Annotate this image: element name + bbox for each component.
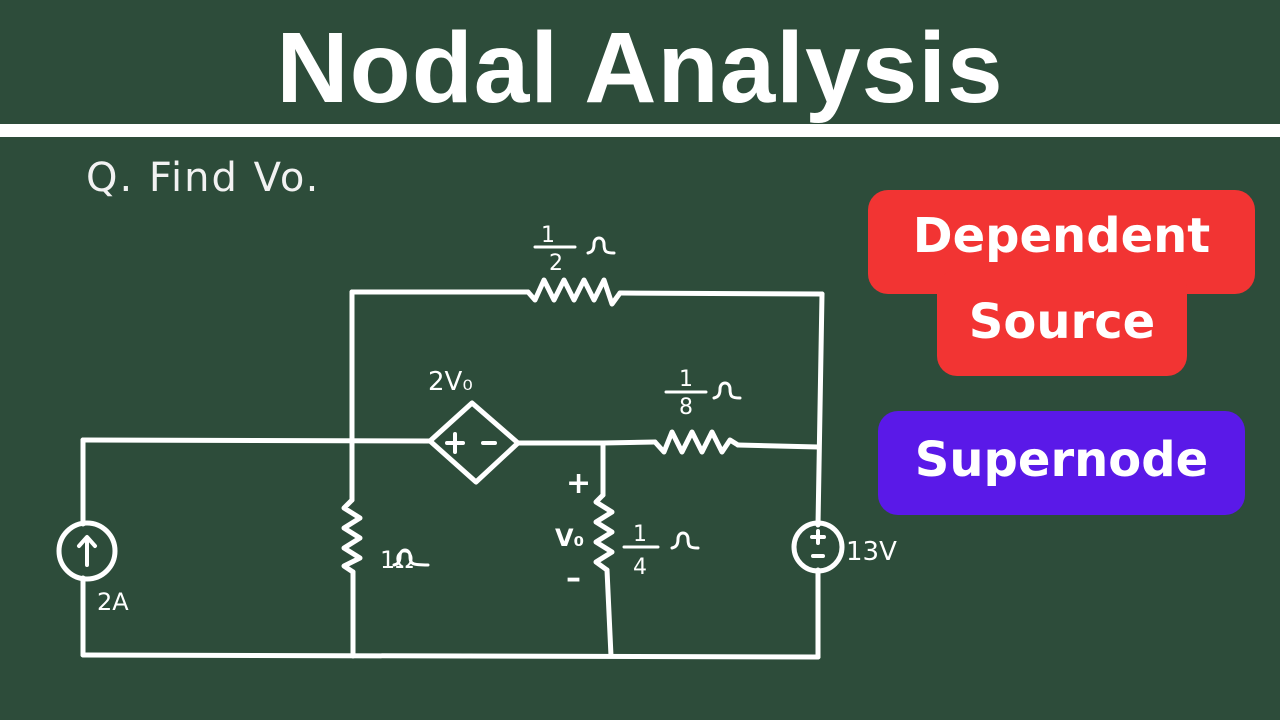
dependent-voltage-source-diamond — [427, 400, 521, 485]
current-source-label: 2A — [97, 588, 129, 616]
wire-quarter-bottom — [604, 567, 614, 659]
half-denominator: 2 — [549, 251, 563, 276]
ohm-icon-quarter — [670, 531, 700, 550]
vo-minus: – — [566, 561, 581, 596]
ohm-icon-half — [586, 236, 616, 255]
resistor-1-value: 1Ω — [380, 546, 414, 574]
wire-top-right — [617, 290, 825, 297]
supernode-badge — [878, 411, 1245, 515]
resistor-1-ohm — [341, 497, 363, 575]
dependent-source-label: 2V₀ — [428, 367, 473, 397]
resistor-quarter-ohm — [593, 492, 615, 573]
question-text: Q. Find Vo. — [86, 155, 321, 201]
voltage-source-circle — [791, 520, 845, 574]
dependent-source-label-line1: Dependent — [912, 208, 1211, 264]
dep-plus-sign — [445, 432, 465, 454]
wire-right-vertical — [815, 291, 825, 528]
eighth-numerator: 1 — [679, 367, 693, 392]
vo-plus: + — [566, 466, 591, 501]
wire-bottom — [80, 652, 821, 660]
current-source-circle — [56, 520, 118, 582]
voltage-source-label: 13V — [846, 537, 897, 567]
wire-eighth-right — [735, 442, 821, 450]
resistor-half-ohm — [525, 277, 623, 307]
quarter-numerator: 1 — [633, 522, 647, 547]
half-numerator: 1 — [541, 223, 555, 248]
supernode-label: Supernode — [914, 432, 1209, 488]
dependent-source-badge-bottom — [937, 270, 1187, 376]
ohm-icon-1 — [392, 548, 430, 567]
eighth-denominator: 8 — [679, 395, 693, 420]
page-title: Nodal Analysis — [276, 12, 1004, 124]
resistor-eighth-ohm — [652, 429, 741, 455]
quarter-denominator: 4 — [633, 555, 647, 580]
current-source-arrow-icon — [77, 535, 97, 567]
vo-label: V₀ — [555, 524, 584, 552]
vs-plus-sign — [810, 529, 826, 545]
wire-node-to-eighth — [600, 439, 658, 446]
wire-middle-left — [80, 437, 433, 444]
dependent-source-label-line2: Source — [968, 294, 1156, 350]
ohm-icon-eighth — [712, 381, 742, 400]
title-divider — [0, 124, 1280, 137]
